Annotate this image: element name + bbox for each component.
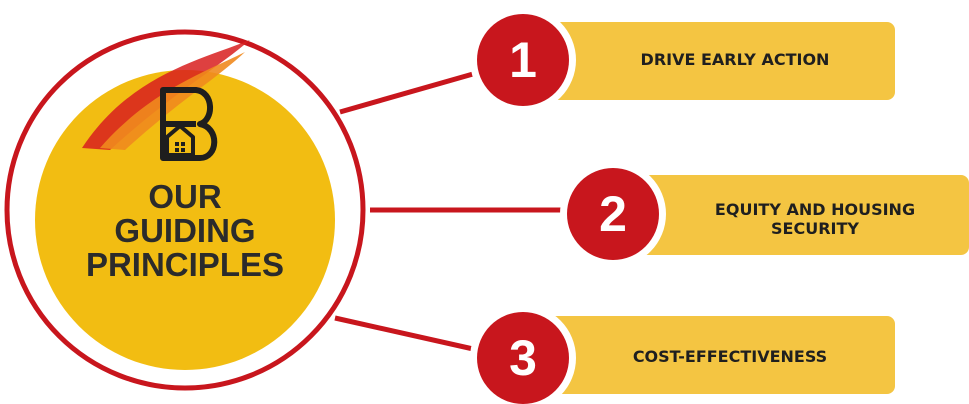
principle-3-card (540, 316, 895, 394)
center-title-line-1: OUR (148, 178, 222, 215)
principle-2-label: EQUITY AND HOUSING SECURITY (680, 200, 950, 238)
letter-b-house-logo-icon (160, 87, 218, 161)
principle-2-label-line-1: EQUITY AND HOUSING (714, 200, 916, 219)
principle-2-card (630, 175, 969, 255)
center-title-line-2: GUIDING (114, 212, 256, 249)
principle-3-label: COST-EFFECTIVENESS (632, 347, 828, 366)
connector-line-3 (334, 315, 501, 358)
swoosh-orange (100, 52, 245, 150)
center-title: OUR GUIDING PRINCIPLES (70, 180, 300, 282)
principle-1-number: 1 (477, 14, 569, 106)
principle-1-card (540, 22, 895, 100)
center-title-line-3: PRINCIPLES (85, 246, 285, 283)
principle-2-label-line-2: SECURITY (771, 219, 859, 238)
principle-1-label: DRIVE EARLY ACTION (640, 50, 830, 69)
principle-2-number: 2 (567, 168, 659, 260)
principle-3-number: 3 (477, 312, 569, 404)
connector-line-1 (339, 69, 481, 115)
